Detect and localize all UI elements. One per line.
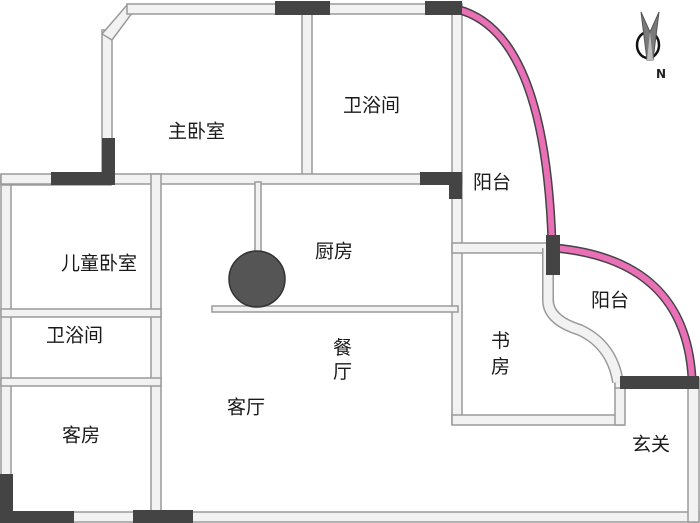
label-balcony-lower: 阳台 xyxy=(591,290,629,312)
door-block-top-1 xyxy=(275,1,330,15)
wall-study-bottom xyxy=(451,414,625,426)
wall-bath-right xyxy=(451,3,463,425)
label-study-2: 房 xyxy=(491,356,510,378)
label-living-room: 客厅 xyxy=(227,397,265,419)
wall-kitchen-bottom xyxy=(211,305,459,313)
label-dining-2: 厅 xyxy=(333,361,352,383)
wall-right-outer xyxy=(687,377,700,523)
compass-north-label: N xyxy=(656,67,666,81)
wall-bottom-outer xyxy=(0,511,700,523)
door-block-balcony-junction xyxy=(546,235,560,275)
label-guest-room: 客房 xyxy=(62,425,100,447)
wall-child-bath xyxy=(0,308,162,318)
label-kitchen: 厨房 xyxy=(315,241,353,263)
label-bathroom-top: 卫浴间 xyxy=(343,95,400,117)
door-block-top-2 xyxy=(425,1,462,15)
balcony-rails xyxy=(454,4,697,379)
label-study-1: 书 xyxy=(491,330,510,352)
label-dining-1: 餐 xyxy=(333,337,352,359)
column xyxy=(228,250,286,308)
label-master-bedroom: 主卧室 xyxy=(168,121,225,143)
label-entrance: 玄关 xyxy=(632,434,670,456)
wall-master-bath xyxy=(301,3,313,182)
door-block-entrance xyxy=(620,376,699,389)
door-block-bottom-left-v xyxy=(0,474,13,523)
door-block-master-corner-h xyxy=(51,172,115,185)
label-balcony-upper: 阳台 xyxy=(473,172,511,194)
wall-left-outer xyxy=(0,174,12,523)
wall-child-right xyxy=(150,173,162,523)
wall-bath-guest xyxy=(0,377,162,387)
door-block-bottom-left-h xyxy=(0,511,74,523)
label-childrens-room: 儿童卧室 xyxy=(61,253,137,275)
door-block-kitchen-corner-v xyxy=(449,172,462,199)
compass: N xyxy=(635,11,666,81)
door-block-bottom-mid xyxy=(133,510,193,523)
wall-kitchen-stub xyxy=(254,181,262,253)
wall-study-curve-inner xyxy=(543,248,623,383)
wall-balcony-study xyxy=(451,242,558,254)
label-bathroom-left: 卫浴间 xyxy=(46,325,103,347)
